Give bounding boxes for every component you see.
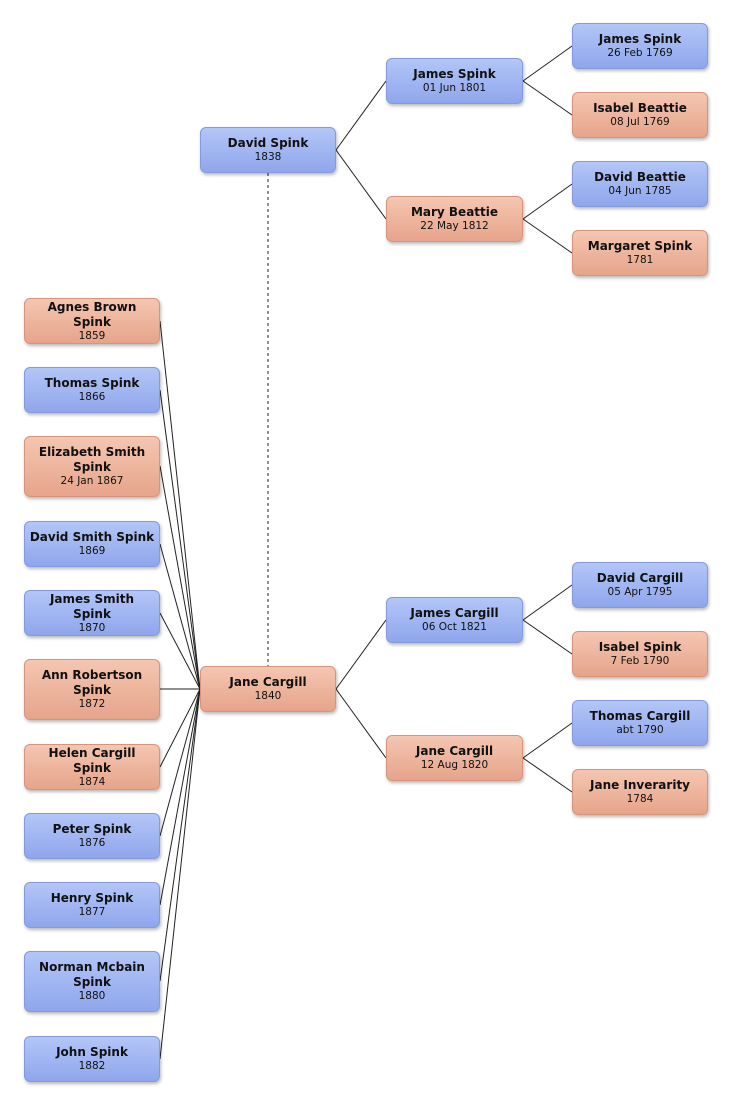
person-david-beattie-1785[interactable]: David Beattie 04 Jun 1785 [572,161,708,207]
person-date: 1869 [78,545,106,557]
person-james-spink-1801[interactable]: James Spink 01 Jun 1801 [386,58,523,104]
person-date: 06 Oct 1821 [422,621,487,633]
person-margaret-spink-1781[interactable]: Margaret Spink 1781 [572,230,708,276]
child-node[interactable]: Peter Spink 1876 [24,813,160,859]
person-name: David Cargill [596,571,684,585]
edge-child-3 [159,543,201,690]
person-name: James Smith Spink [49,591,135,621]
person-date: 22 May 1812 [420,220,489,232]
person-name: Elizabeth Smith Spink [38,445,146,474]
person-date: 1838 [254,151,282,163]
person-name: Jane Inverarity [590,778,690,792]
person-date: 08 Jul 1769 [610,116,670,128]
person-date: 05 Apr 1795 [607,586,673,598]
person-date: abt 1790 [616,724,664,736]
child-node[interactable]: David Smith Spink 1869 [24,521,160,567]
edge-child-10 [159,688,201,1060]
person-name: Isabel Beattie [593,101,687,115]
child-node[interactable]: Ann Robertson Spink 1872 [24,659,160,720]
edge-janecargill-to-jane-inverarity [522,757,573,793]
person-james-spink-1769[interactable]: James Spink 26 Feb 1769 [572,23,708,69]
person-date: 1874 [78,775,106,788]
person-james-cargill-1821[interactable]: James Cargill 06 Oct 1821 [386,597,523,643]
person-name: Jane Cargill [415,744,494,758]
person-date: 1781 [626,254,654,266]
person-date: 1882 [78,1060,106,1072]
person-david-spink-1838[interactable]: David Spink 1838 [200,127,336,173]
person-isabel-spink-1790[interactable]: Isabel Spink 7 Feb 1790 [572,631,708,677]
child-node[interactable]: Helen Cargill Spink 1874 [24,744,160,790]
edge-jamescargill-to-david-cargill [522,584,573,621]
person-date: 7 Feb 1790 [610,655,670,667]
person-name: Margaret Spink [587,239,693,253]
child-node[interactable]: Agnes Brown Spink 1859 [24,298,160,344]
person-name: James Cargill [410,606,499,620]
person-date: 1784 [626,793,654,805]
person-name: Agnes Brown Spink [47,299,137,329]
person-date: 04 Jun 1785 [608,185,672,197]
person-name: David Beattie [594,170,686,184]
child-node[interactable]: Thomas Spink 1866 [24,367,160,413]
person-name: Isabel Spink [598,640,682,654]
edge-jane-to-james-cargill [335,619,387,690]
person-date: 1876 [78,837,106,849]
person-isabel-beattie-1769[interactable]: Isabel Beattie 08 Jul 1769 [572,92,708,138]
edge-child-9 [159,688,201,982]
edge-james1801-to-james1769 [522,45,573,82]
person-date: 24 Jan 1867 [60,475,124,487]
edge-david-to-james [335,80,387,151]
person-name: Norman Mcbain Spink [39,960,145,989]
person-date: 26 Feb 1769 [607,47,673,59]
child-node[interactable]: John Spink 1882 [24,1036,160,1082]
person-name: Thomas Cargill [589,709,691,723]
person-date: 1859 [78,329,106,342]
person-david-cargill-1795[interactable]: David Cargill 05 Apr 1795 [572,562,708,608]
person-jane-cargill-1820[interactable]: Jane Cargill 12 Aug 1820 [386,735,523,781]
edge-child-8 [159,688,201,906]
edge-jamescargill-to-isabel-spink [522,619,573,655]
person-date: 1872 [78,698,106,710]
child-node[interactable]: Elizabeth Smith Spink 24 Jan 1867 [24,436,160,497]
person-name: Jane Cargill [229,675,307,689]
person-date: 12 Aug 1820 [420,759,489,771]
person-name: Helen Cargill Spink [48,745,136,775]
edge-mary-to-margaret [522,218,573,254]
person-date: 1840 [254,690,282,702]
person-name: Mary Beattie [410,205,499,219]
person-name: James Spink [413,67,496,81]
person-name: James Spink [598,32,682,46]
person-date: 1880 [78,990,106,1002]
person-name: Peter Spink [52,822,132,836]
edge-child-0 [159,320,201,690]
person-date: 1870 [78,621,106,634]
edge-child-2 [159,465,201,690]
edge-child-6 [159,688,201,768]
person-name: David Smith Spink [29,530,155,544]
person-jane-inverarity-1784[interactable]: Jane Inverarity 1784 [572,769,708,815]
person-name: Thomas Spink [44,376,140,390]
edge-mary-to-david-beattie [522,183,573,220]
child-node[interactable]: Norman Mcbain Spink 1880 [24,951,160,1012]
edge-james1801-to-isabel [522,80,573,116]
edge-jane-to-jane-cargill [335,688,387,759]
person-mary-beattie-1812[interactable]: Mary Beattie 22 May 1812 [386,196,523,242]
person-name: John Spink [56,1045,128,1059]
person-name: David Spink [227,136,309,150]
edge-child-1 [159,389,201,690]
person-name: Ann Robertson Spink [41,668,143,697]
edge-janecargill-to-thomas-cargill [522,722,573,759]
child-node[interactable]: James Smith Spink 1870 [24,590,160,636]
edge-child-4 [159,612,201,690]
person-name: Henry Spink [50,891,134,905]
person-date: 01 Jun 1801 [422,82,487,94]
person-date: 1866 [78,391,106,403]
person-date: 1877 [78,906,106,918]
child-node[interactable]: Henry Spink 1877 [24,882,160,928]
edge-child-7 [159,688,201,837]
person-thomas-cargill-1790[interactable]: Thomas Cargill abt 1790 [572,700,708,746]
person-jane-cargill-1840[interactable]: Jane Cargill 1840 [200,666,336,712]
edge-david-to-mary [335,149,387,220]
